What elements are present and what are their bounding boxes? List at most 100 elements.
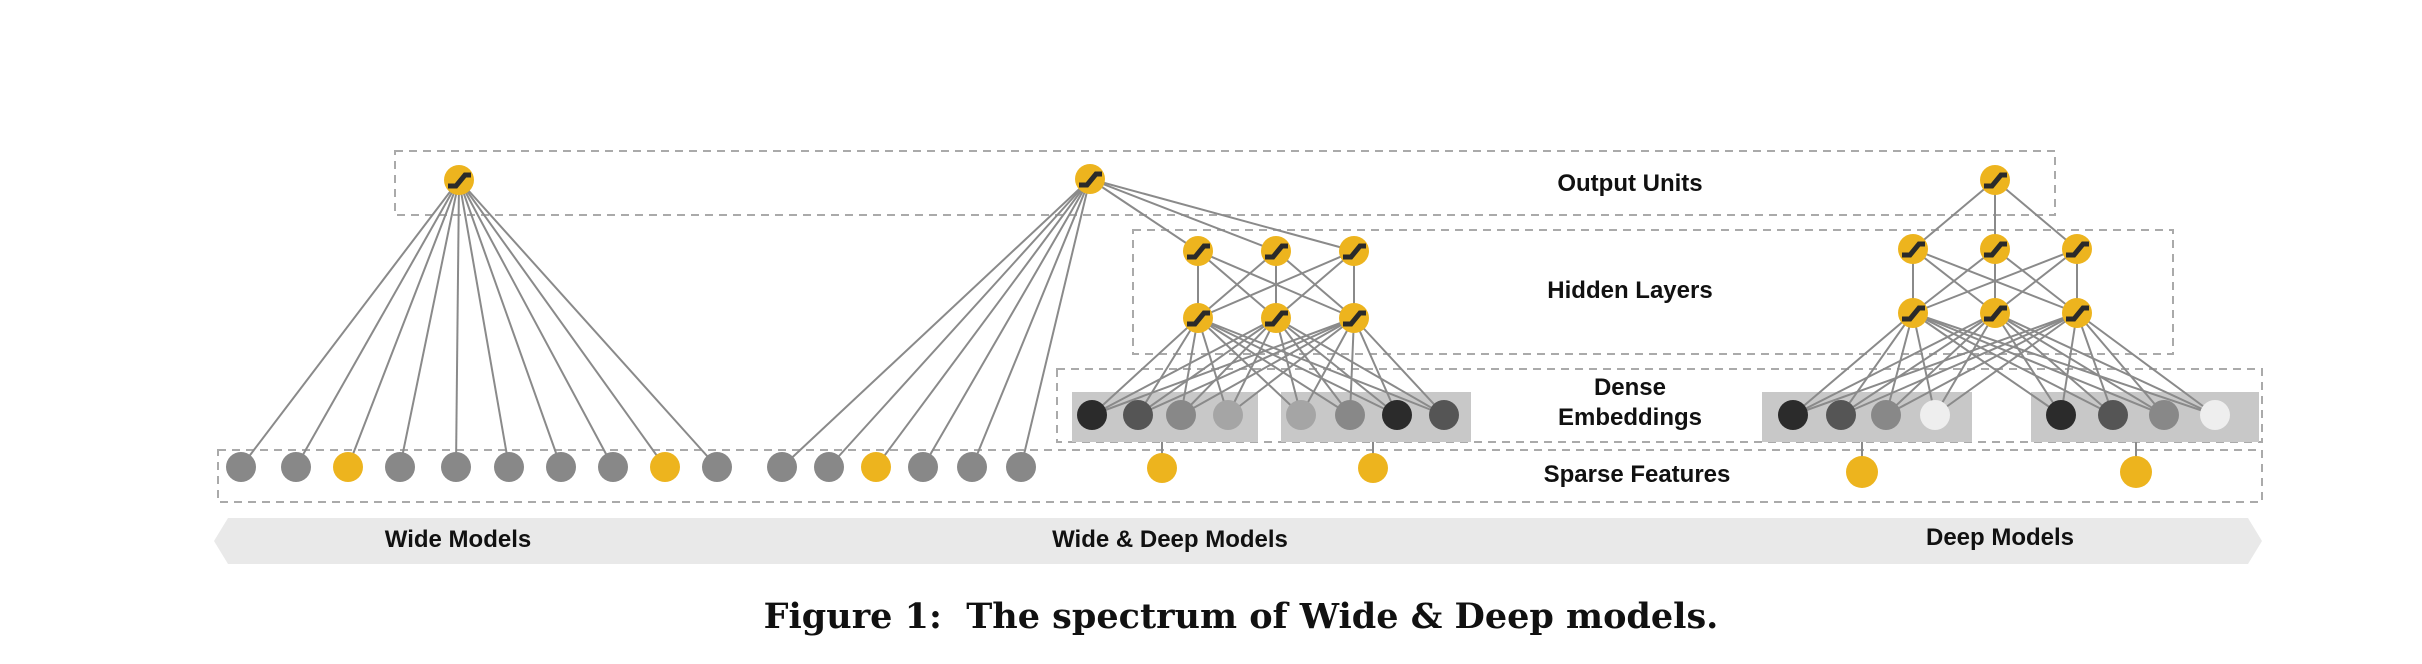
connection-edge bbox=[1275, 317, 1351, 416]
activation-unit-icon bbox=[1898, 298, 1928, 328]
model-spectrum-band bbox=[214, 518, 2262, 564]
dense-embedding-node bbox=[1871, 400, 1901, 430]
connection-edge bbox=[1994, 312, 2062, 416]
connection-edge bbox=[1180, 317, 1199, 416]
connection-edge bbox=[1885, 312, 1914, 416]
sparse-feature-node bbox=[281, 452, 311, 482]
connection-edge bbox=[1275, 250, 1355, 319]
dense-embeddings-label-line1: Dense bbox=[1594, 374, 1666, 401]
connection-edge bbox=[1349, 317, 1355, 416]
connection-edge bbox=[1994, 312, 2216, 416]
dense-embeddings-box bbox=[1056, 368, 2263, 443]
sparse-feature-node bbox=[861, 452, 891, 482]
connection-edge bbox=[1912, 312, 2114, 416]
dense-embedding-node bbox=[1826, 400, 1856, 430]
connection-edge bbox=[1197, 317, 1398, 416]
sparse-feature-node bbox=[957, 452, 987, 482]
sparse-features-box bbox=[217, 449, 2263, 503]
dense-embedding-node bbox=[2149, 400, 2179, 430]
connection-edge bbox=[1994, 312, 2165, 416]
sparse-feature-node bbox=[1006, 452, 1036, 482]
connection-edge bbox=[1275, 317, 1398, 416]
connection-edge bbox=[1091, 317, 1277, 416]
hidden-layers-label: Hidden Layers bbox=[1547, 277, 1712, 304]
connection-edge bbox=[1197, 250, 1355, 319]
connection-edge bbox=[295, 179, 460, 468]
activation-unit-icon bbox=[1183, 303, 1213, 333]
connection-edge bbox=[1197, 317, 1229, 416]
connection-edge bbox=[2076, 312, 2165, 416]
dense-embedding-node bbox=[1286, 400, 1316, 430]
activation-unit-icon bbox=[1898, 234, 1928, 264]
connection-edge bbox=[1227, 317, 1355, 416]
connection-edge bbox=[1994, 179, 2078, 250]
connection-edge bbox=[1885, 312, 1996, 416]
connection-edge bbox=[1227, 317, 1277, 416]
connection-edge bbox=[1275, 317, 1302, 416]
connection-edge bbox=[922, 178, 1091, 468]
sparse-feature-node bbox=[441, 452, 471, 482]
connection-edge bbox=[458, 179, 666, 468]
connection-edge bbox=[1353, 317, 1398, 416]
connection-edge bbox=[1275, 317, 1445, 416]
connection-edge bbox=[1300, 317, 1355, 416]
connection-edge bbox=[1137, 317, 1199, 416]
connection-edge bbox=[1912, 248, 2078, 314]
connection-edge bbox=[1091, 317, 1199, 416]
dense-embedding-node bbox=[1335, 400, 1365, 430]
connection-edge bbox=[458, 179, 510, 468]
activation-unit-icon bbox=[1183, 236, 1213, 266]
sparse-feature-node bbox=[546, 452, 576, 482]
connection-edge bbox=[1912, 312, 2062, 416]
connection-edge bbox=[2076, 312, 2216, 416]
connection-edge bbox=[1912, 312, 1936, 416]
connection-edge bbox=[1089, 178, 1355, 252]
connection-edge bbox=[1197, 317, 1445, 416]
connection-edge bbox=[1197, 250, 1277, 319]
sparse-feature-node bbox=[702, 452, 732, 482]
sparse-feature-node bbox=[494, 452, 524, 482]
deep-models-label: Deep Models bbox=[1926, 524, 2074, 551]
connection-edge bbox=[1792, 312, 1914, 416]
sparse-feature-node bbox=[767, 452, 797, 482]
connection-edge bbox=[1994, 248, 2078, 314]
dense-embedding-node bbox=[1077, 400, 1107, 430]
dense-embeddings-label-line2: Embeddings bbox=[1558, 404, 1702, 431]
sparse-feature-node bbox=[1147, 453, 1177, 483]
connection-edge bbox=[1912, 179, 1996, 250]
sparse-feature-node bbox=[333, 452, 363, 482]
sparse-feature-node bbox=[1358, 453, 1388, 483]
network-nodes bbox=[226, 164, 2230, 488]
wide-deep-models-label: Wide & Deep Models bbox=[1052, 526, 1288, 553]
dense-embedding-node bbox=[1429, 400, 1459, 430]
activation-unit-icon bbox=[1339, 303, 1369, 333]
connection-edge bbox=[1020, 178, 1091, 468]
dense-embedding-node bbox=[1920, 400, 1950, 430]
activation-unit-icon bbox=[1261, 303, 1291, 333]
connection-edges bbox=[240, 178, 2216, 472]
connection-edge bbox=[1912, 312, 2216, 416]
dense-embedding-node bbox=[1166, 400, 1196, 430]
activation-unit-icon bbox=[1075, 164, 1105, 194]
connection-edge bbox=[1353, 317, 1445, 416]
connection-edge bbox=[971, 178, 1091, 468]
connection-edge bbox=[1089, 178, 1199, 252]
connection-edge bbox=[347, 179, 460, 468]
wide-models-label: Wide Models bbox=[385, 526, 531, 553]
connection-edge bbox=[1091, 317, 1355, 416]
connection-edge bbox=[1197, 317, 1302, 416]
connection-edge bbox=[2060, 312, 2078, 416]
connection-edge bbox=[875, 178, 1091, 468]
connection-edge bbox=[1089, 178, 1277, 252]
connection-edge bbox=[240, 179, 460, 468]
connection-edge bbox=[458, 179, 718, 468]
connection-edge bbox=[1840, 312, 1914, 416]
activation-unit-icon bbox=[1980, 165, 2010, 195]
activation-unit-icon bbox=[2062, 298, 2092, 328]
activation-unit-icon bbox=[1261, 236, 1291, 266]
dense-embedding-node bbox=[1778, 400, 1808, 430]
sparse-features-label: Sparse Features bbox=[1544, 461, 1731, 488]
connection-edge bbox=[1912, 312, 2165, 416]
dense-embedding-node bbox=[2046, 400, 2076, 430]
connection-edge bbox=[455, 179, 460, 468]
